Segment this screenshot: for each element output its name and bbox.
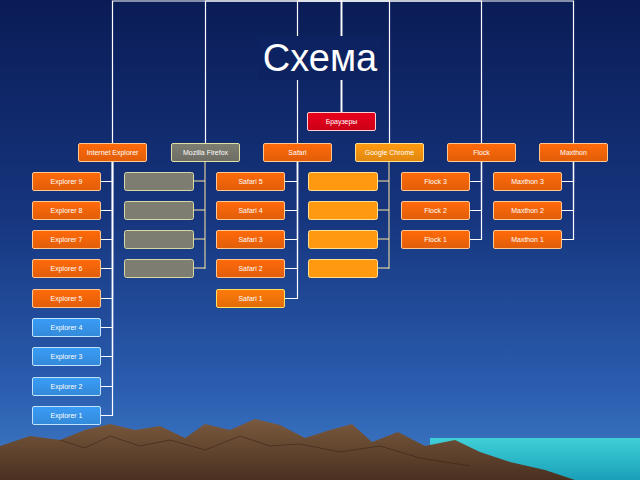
box-label: Maxthon [560,149,587,157]
box-label: Explorer 8 [51,207,83,215]
box-label: Браузеры [326,118,358,126]
version-box: Safari 2 [216,259,285,278]
box-label: Safari 1 [238,295,262,303]
version-box: Explorer 3 [32,347,101,366]
box-label: Explorer 6 [51,265,83,273]
box-label: Explorer 5 [51,295,83,303]
version-box: Safari 4 [216,201,285,220]
empty-box [125,173,194,191]
version-box: Safari 3 [216,230,285,249]
box-label: Flock [473,149,490,157]
version-box: Explorer 6 [32,259,101,278]
empty-box [125,260,194,278]
version-box: Maxthon 3 [493,172,562,191]
box-label: Explorer 2 [51,383,83,391]
empty-box [125,202,194,220]
version-box: Safari 5 [216,172,285,191]
box-label: Flock 1 [424,236,447,244]
firefox-ticks [193,181,205,268]
box-label: Flock 3 [424,178,447,186]
version-box: Maxthon 2 [493,201,562,220]
tree-connector [101,162,113,211]
tree-connector [285,162,298,299]
box-label: Explorer 7 [51,236,83,244]
version-box: Explorer 1 [32,406,101,425]
version-box: Explorer 4 [32,318,101,337]
box-label: Mozilla Firefox [183,149,228,157]
tree-connector [101,162,113,416]
version-box: Explorer 5 [32,289,101,308]
box-label: Safari [288,149,306,157]
tree-connector [101,162,113,357]
browser-box: Flock [447,143,516,162]
chrome-ticks [377,181,389,268]
mountains [0,419,575,480]
tree-connector [101,162,113,387]
box-label: Explorer 4 [51,324,83,332]
tree-connector [101,162,113,240]
box-label: Safari 4 [238,207,262,215]
title-row: Схема [0,36,640,80]
browser-box: Mozilla Firefox [171,143,240,162]
box-label: Maxthon 2 [511,207,544,215]
box-label: Explorer 9 [51,178,83,186]
browser-box: Google Chrome [355,143,424,162]
version-box: Flock 2 [401,201,470,220]
tree-connector [470,162,482,211]
tree-connector [285,162,298,240]
tree-connector [285,162,298,269]
tree-connector [101,162,113,269]
version-box: Explorer 9 [32,172,101,191]
empty-boxes [125,161,390,278]
box-label: Flock 2 [424,207,447,215]
chrome-line [389,161,390,269]
empty-box [309,173,378,191]
tree-connector [285,162,298,211]
mountain-ridge [60,436,470,466]
tree-connector [285,162,298,182]
browser-box: Maxthon [539,143,608,162]
tree-connector [562,162,574,240]
tree-connector [101,162,113,299]
version-box: Explorer 2 [32,377,101,396]
empty-box [309,202,378,220]
version-box: Explorer 8 [32,201,101,220]
browser-box: Internet Explorer [78,143,147,162]
version-box: Explorer 7 [32,230,101,249]
tree-connector [562,162,574,211]
box-label: Safari 5 [238,178,262,186]
tree-connector [101,162,113,182]
box-label: Maxthon 1 [511,236,544,244]
empty-box [309,231,378,249]
slide-title: Схема [259,36,381,80]
box-label: Safari 3 [238,236,262,244]
firefox-line [205,161,206,269]
tree-connector [101,162,113,328]
version-box: Maxthon 1 [493,230,562,249]
box-label: Internet Explorer [87,149,139,157]
version-box: Safari 1 [216,289,285,308]
box-label: Maxthon 3 [511,178,544,186]
browser-box: Safari [263,143,332,162]
empty-box [309,260,378,278]
root-box: Браузеры [307,112,376,131]
tree-connector [470,162,482,182]
version-box: Flock 3 [401,172,470,191]
tree-connector [562,162,574,182]
tree-connector [470,162,482,240]
box-label: Explorer 3 [51,353,83,361]
version-box: Flock 1 [401,230,470,249]
empty-box [125,231,194,249]
box-label: Safari 2 [238,265,262,273]
box-label: Google Chrome [365,149,414,157]
box-label: Explorer 1 [51,412,83,420]
